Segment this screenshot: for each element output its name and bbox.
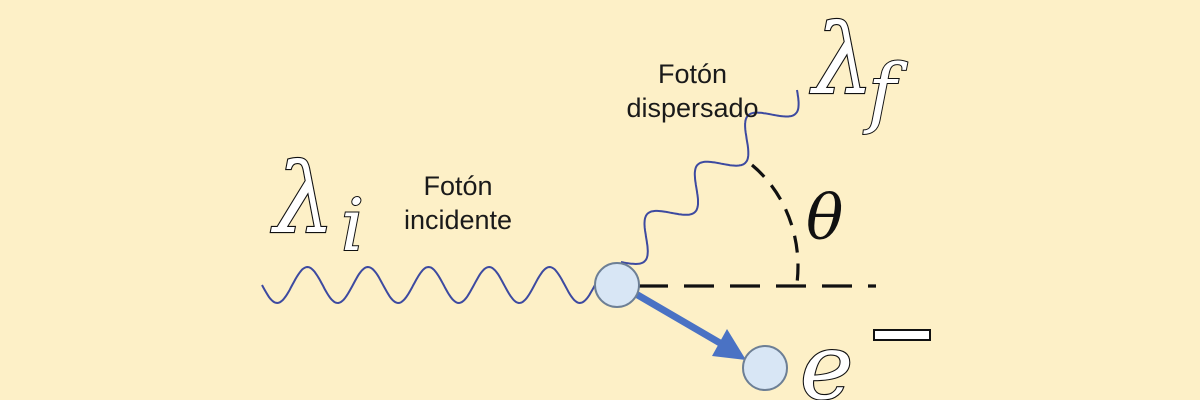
recoil-arrow-shaft <box>632 290 724 347</box>
electron-symbol: e <box>800 315 853 400</box>
incident-photon-wave <box>261 265 596 305</box>
scattered-photon-wave <box>620 89 800 266</box>
incident-photon-label: Fotón incidente <box>388 170 528 238</box>
incident-photon-label-line1: Fotón <box>423 171 493 201</box>
scattered-photon-label-line1: Fotón <box>657 59 728 89</box>
recoil-arrowhead <box>712 329 746 360</box>
scattered-photon-label: Fotón dispersado <box>605 58 780 126</box>
electron-charge-bar <box>873 329 931 341</box>
lambda-final-subscript: f <box>863 47 908 136</box>
collision-particle <box>594 262 640 308</box>
incident-photon-label-line2: incidente <box>403 204 513 235</box>
scattered-photon-label-line2: dispersado <box>626 92 759 123</box>
lambda-initial-symbol: λ <box>270 143 335 255</box>
electron-particle <box>742 345 788 391</box>
lambda-final-symbol: λ <box>809 4 874 116</box>
scatter-angle-arc <box>750 163 800 284</box>
lambda-initial-subscript: i <box>341 183 364 267</box>
theta-symbol: θ <box>806 181 843 254</box>
